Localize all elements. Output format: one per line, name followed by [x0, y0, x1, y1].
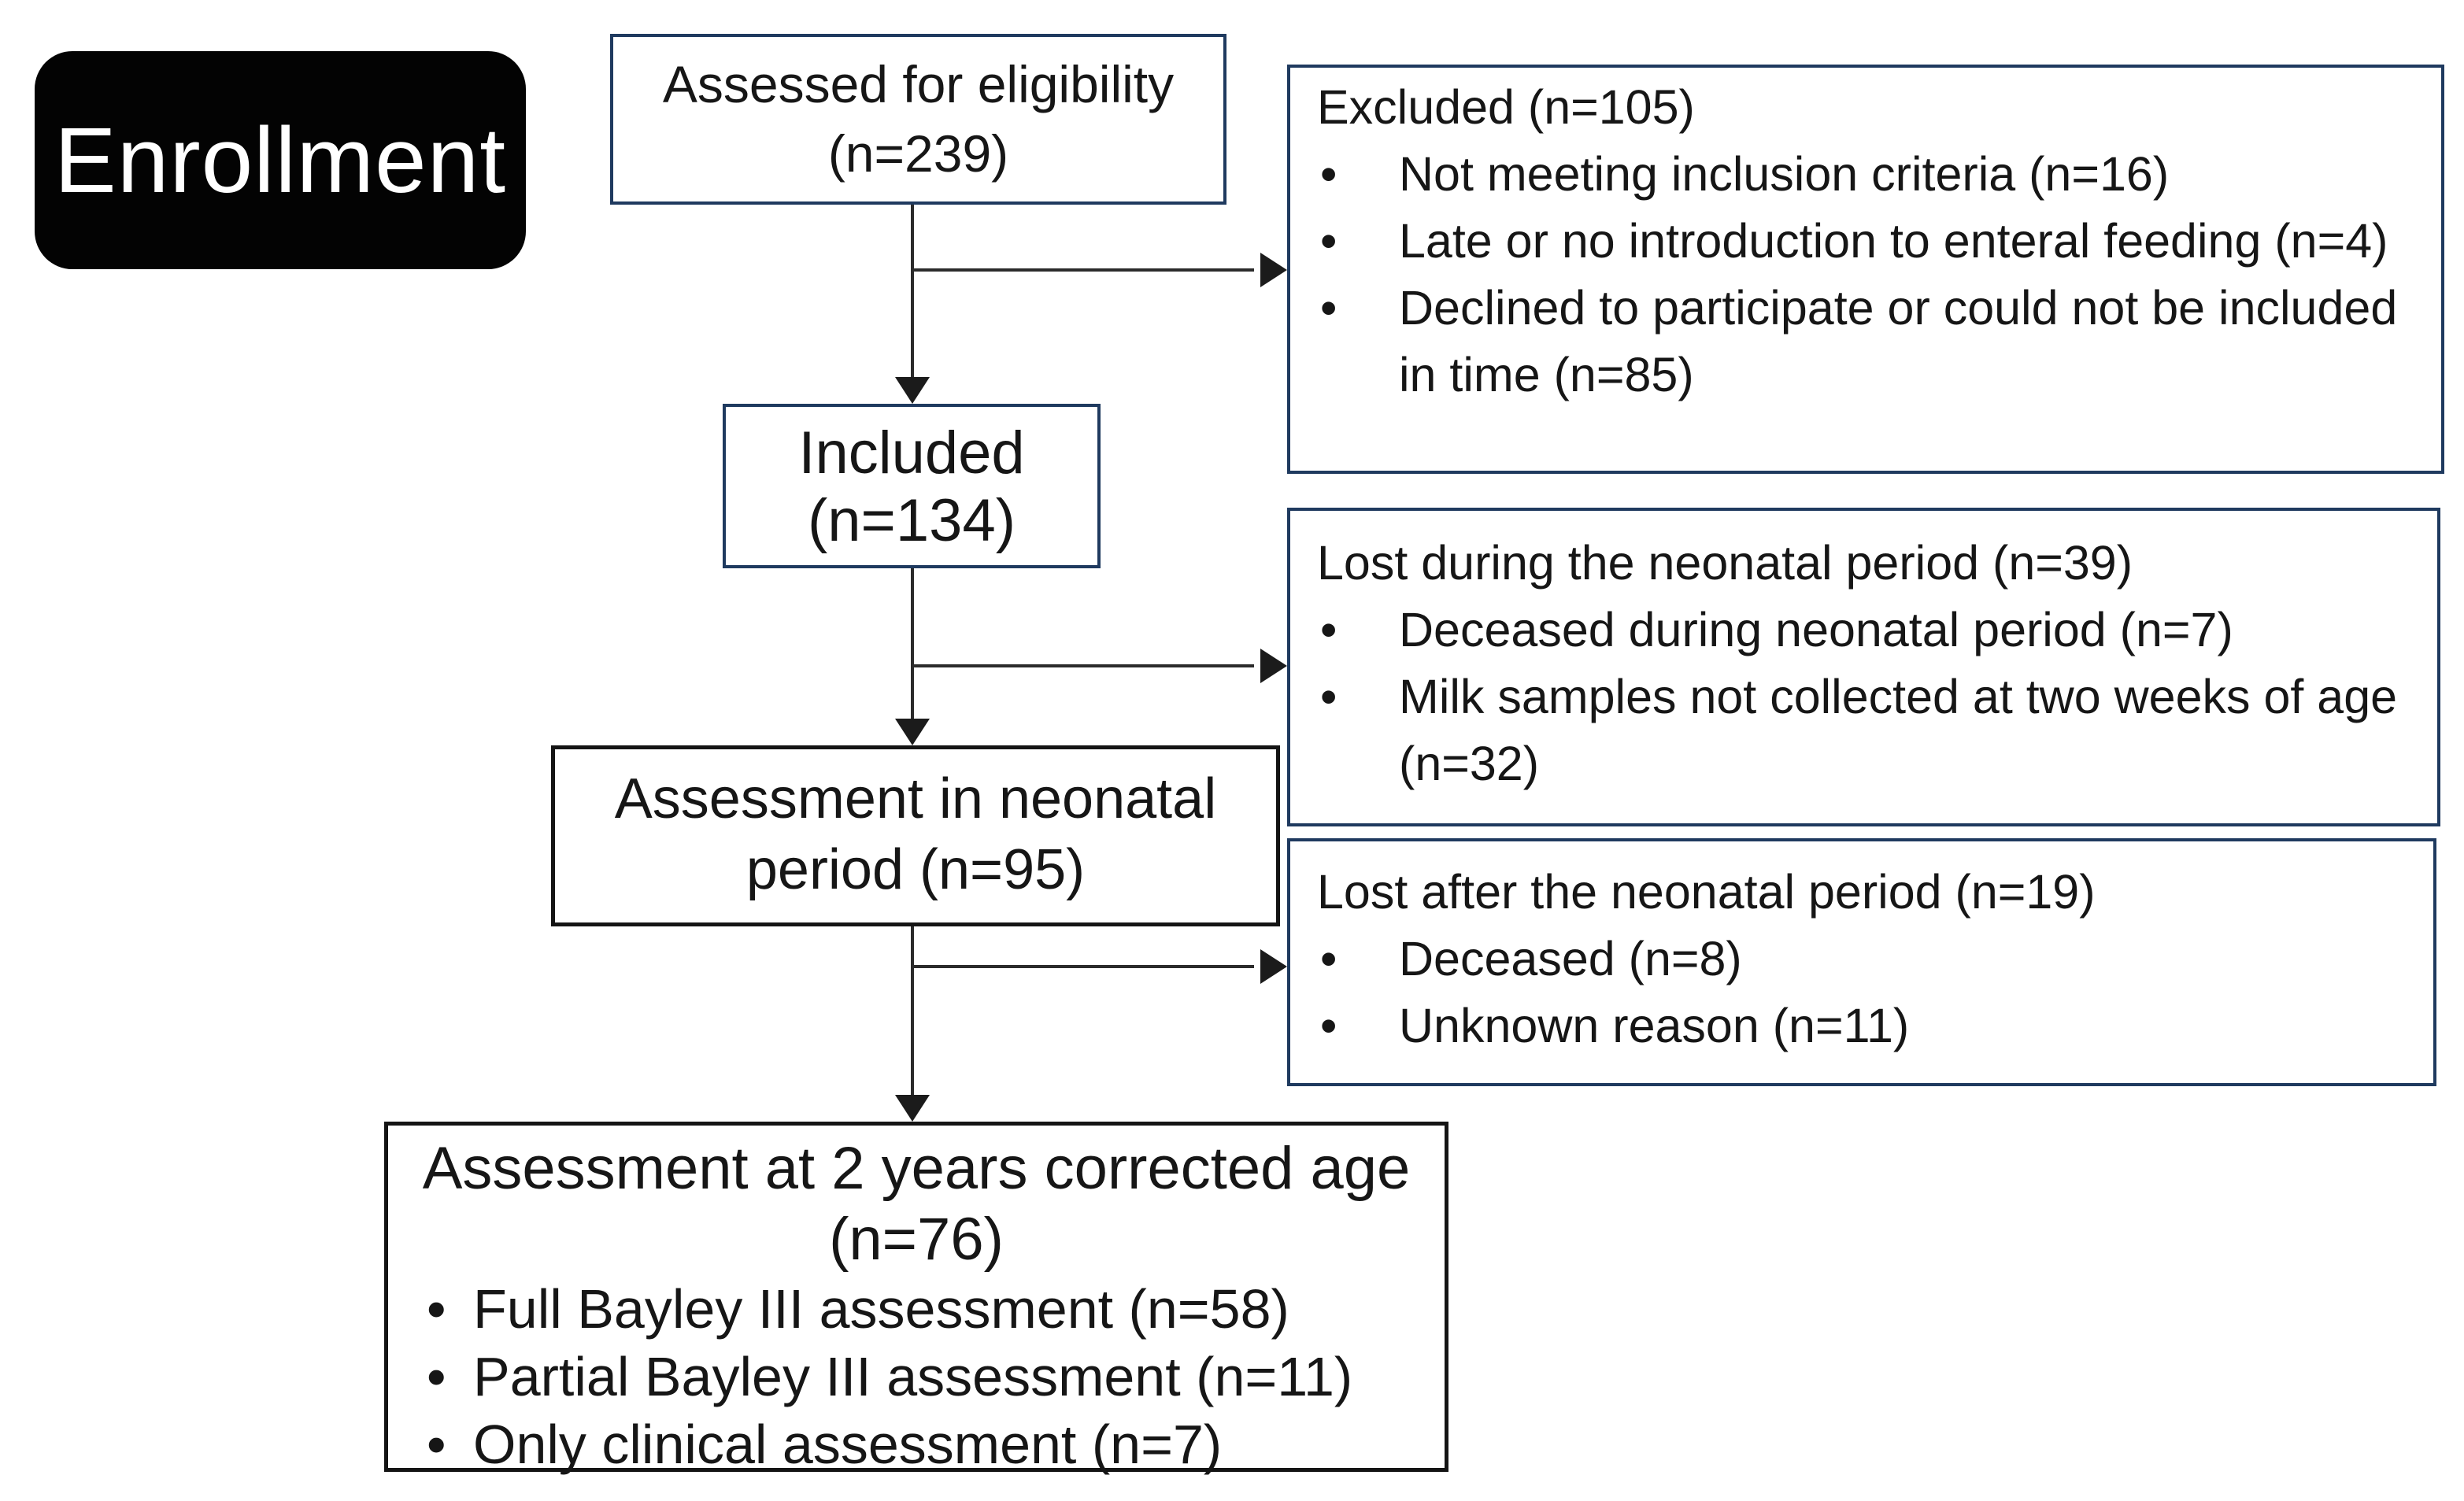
bullet-text: Milk samples not collected at two weeks … [1399, 670, 2398, 790]
bullet-text: Deceased during neonatal period (n=7) [1399, 603, 2233, 656]
bullet-item: • Unknown reason (n=11) [1290, 993, 2405, 1059]
box-line: (n=239) [827, 124, 1009, 183]
arrowhead-down-icon [895, 719, 930, 745]
box-line: (n=134) [807, 487, 1016, 554]
arrow-to-lost-during [912, 664, 1254, 667]
arrow-to-excluded [912, 268, 1254, 272]
arrowhead-right-icon [1260, 253, 1287, 287]
assessed-for-eligibility-box: Assessed for eligibility (n=239) [610, 34, 1226, 205]
bullet-icon: • [427, 1346, 446, 1407]
bullet-item: • Partial Bayley III assessment (n=11) [388, 1343, 1445, 1410]
assessment-2years-box: Assessment at 2 years corrected age (n=7… [384, 1122, 1448, 1475]
bullet-icon: • [1320, 670, 1337, 723]
enrollment-badge-label: Enrollment [54, 108, 506, 213]
box-line: Assessment in neonatal [614, 767, 1217, 830]
arrowhead-right-icon [1260, 949, 1287, 984]
bullet-text: Only clinical assessment (n=7) [473, 1414, 1223, 1475]
arrowhead-down-icon [895, 1095, 930, 1122]
bullet-text: Declined to participate or could not be … [1399, 281, 2398, 401]
bullet-text: Late or no introduction to enteral feedi… [1399, 214, 2388, 268]
bullet-text: Deceased (n=8) [1399, 932, 1742, 985]
bullet-icon: • [1320, 281, 1337, 335]
bullet-item: • Declined to participate or could not b… [1290, 275, 2413, 409]
bullet-icon: • [1320, 214, 1337, 268]
lost-during-title: Lost during the neonatal period (n=39) [1317, 536, 2133, 590]
lost-after-neonatal-box: Lost after the neonatal period (n=19) • … [1287, 838, 2436, 1086]
bullet-icon: • [427, 1414, 446, 1475]
excluded-box: Excluded (n=105) • Not meeting inclusion… [1287, 65, 2444, 474]
arrow-assessed-to-included [911, 205, 914, 379]
box-line: Assessment at 2 years corrected age [422, 1135, 1411, 1202]
bullet-icon: • [1320, 147, 1337, 201]
box-line: Included [798, 420, 1025, 486]
arrowhead-right-icon [1260, 649, 1287, 683]
bullet-item: • Deceased during neonatal period (n=7) [1290, 597, 2409, 664]
excluded-title: Excluded (n=105) [1317, 80, 1695, 134]
bullet-item: • Milk samples not collected at two week… [1290, 664, 2409, 797]
bullet-text: Not meeting inclusion criteria (n=16) [1399, 147, 2170, 201]
bullet-text: Full Bayley III assessment (n=58) [473, 1278, 1289, 1340]
bullet-item: • Late or no introduction to enteral fee… [1290, 208, 2413, 275]
bullet-item: • Deceased (n=8) [1290, 926, 2405, 993]
box-line: (n=76) [829, 1206, 1004, 1273]
bullet-item: • Only clinical assessment (n=7) [388, 1410, 1445, 1478]
bullet-item: • Full Bayley III assessment (n=58) [388, 1275, 1445, 1343]
bullet-icon: • [1320, 603, 1337, 656]
included-box: Included (n=134) [723, 404, 1101, 568]
bullet-text: Unknown reason (n=11) [1399, 999, 1910, 1052]
bullet-item: • Not meeting inclusion criteria (n=16) [1290, 141, 2413, 208]
box-line: period (n=95) [745, 838, 1086, 901]
arrowhead-down-icon [895, 377, 930, 404]
bullet-icon: • [1320, 932, 1337, 985]
bullet-icon: • [427, 1278, 446, 1340]
bullet-text: Partial Bayley III assessment (n=11) [473, 1346, 1353, 1407]
arrow-included-to-assessment [911, 568, 914, 719]
enrollment-badge: Enrollment [35, 51, 526, 269]
assessment-neonatal-box: Assessment in neonatal period (n=95) [551, 745, 1280, 926]
lost-during-neonatal-box: Lost during the neonatal period (n=39) •… [1287, 508, 2440, 826]
arrow-to-lost-after [912, 965, 1254, 968]
arrow-assessment-to-2years [911, 926, 914, 1096]
box-line: Assessed for eligibility [662, 55, 1175, 113]
bullet-icon: • [1320, 999, 1337, 1052]
lost-after-title: Lost after the neonatal period (n=19) [1317, 865, 2096, 919]
